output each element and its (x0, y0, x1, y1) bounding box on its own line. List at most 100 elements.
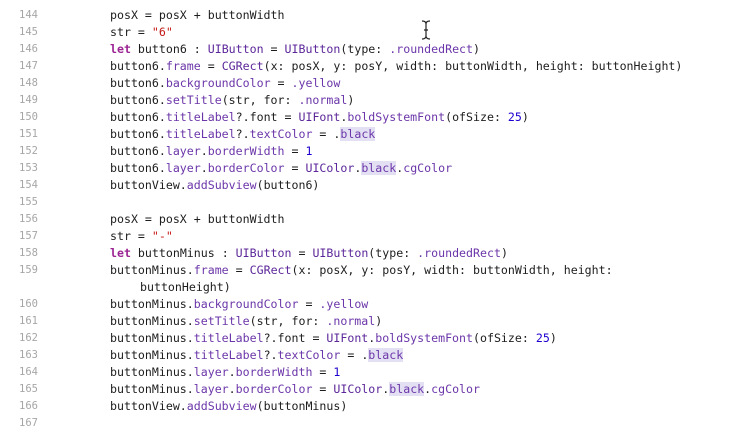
line-number: 165 (19, 383, 38, 395)
line-number: 157 (19, 230, 38, 242)
code-token: = (263, 42, 285, 56)
code-token: . (368, 331, 376, 345)
line-number: 148 (19, 77, 38, 89)
code-text[interactable]: let buttonMinus : UIButton = UIButton(ty… (110, 245, 508, 262)
code-token: let (110, 246, 131, 260)
code-token: .normal (326, 314, 376, 328)
code-text[interactable]: buttonMinus.setTitle(str, for: .normal) (110, 313, 382, 330)
code-token: borderColor (207, 161, 285, 175)
code-text[interactable]: button6.layer.borderColor = UIColor.blac… (110, 160, 452, 177)
line-number: 155 (19, 196, 38, 208)
code-token: 25 (535, 331, 550, 345)
code-token: addSubview (186, 399, 257, 413)
code-token: textColor (249, 127, 313, 141)
code-text[interactable]: buttonMinus.titleLabel?.textColor = .bla… (110, 347, 404, 364)
line-number: 144 (19, 9, 38, 21)
code-token: borderWidth (207, 144, 285, 158)
code-token: (x: posX, y: posY, width: buttonWidth, h… (291, 263, 613, 277)
code-token: buttonMinus. (110, 314, 194, 328)
code-token: posX = posX + buttonWidth (110, 212, 285, 226)
code-token: buttonMinus. (110, 348, 194, 362)
code-token: ) (375, 314, 383, 328)
line-number: 162 (19, 332, 38, 344)
code-token: textColor (277, 348, 341, 362)
code-token: . (354, 161, 362, 175)
code-token: (buttonMinus) (256, 399, 348, 413)
code-token: .normal (298, 93, 348, 107)
line-number: 154 (19, 179, 38, 191)
code-token: black (368, 348, 404, 362)
code-token: let (110, 42, 131, 56)
line-number: 153 (19, 162, 38, 174)
code-token: ) (521, 110, 529, 124)
code-token: UIFont (326, 331, 369, 345)
code-text[interactable]: buttonHeight) (140, 279, 231, 296)
code-text[interactable]: buttonMinus.backgroundColor = .yellow (110, 296, 368, 313)
code-token: layer (165, 161, 201, 175)
code-text[interactable]: buttonMinus.layer.borderWidth = 1 (110, 364, 340, 381)
code-text[interactable]: button6.backgroundColor = .yellow (110, 75, 340, 92)
code-token: button6. (110, 127, 166, 141)
code-text[interactable]: button6.titleLabel?.textColor = .black (110, 126, 376, 143)
line-number: 149 (19, 94, 38, 106)
code-token: "-" (151, 229, 173, 243)
line-number: 158 (19, 247, 38, 259)
code-text[interactable]: button6.setTitle(str, for: .normal) (110, 92, 354, 109)
line-number: 150 (19, 111, 38, 123)
code-token: = (291, 246, 313, 260)
code-token: UIButton (312, 246, 369, 260)
code-text[interactable]: button6.frame = CGRect(x: posX, y: posY,… (110, 58, 682, 75)
code-token: UIButton (235, 246, 292, 260)
code-token: buttonView. (110, 178, 187, 192)
line-number: 147 (19, 60, 38, 72)
code-token: (ofSize: (473, 331, 536, 345)
code-token: buttonMinus. (110, 382, 194, 396)
code-token: . (396, 161, 404, 175)
code-token: "6" (151, 25, 173, 39)
code-text[interactable]: buttonView.addSubview(button6) (110, 177, 319, 194)
code-token: CGRect (249, 263, 292, 277)
code-token: str = (110, 25, 152, 39)
code-token: = (284, 161, 306, 175)
text-cursor-icon (420, 20, 432, 40)
code-text[interactable]: buttonView.addSubview(buttonMinus) (110, 398, 347, 415)
code-text[interactable]: button6.titleLabel?.font = UIFont.boldSy… (110, 109, 529, 126)
code-token: . (340, 110, 348, 124)
code-token: ) (347, 93, 355, 107)
code-token: setTitle (165, 93, 222, 107)
code-token: ?. (263, 348, 278, 362)
code-token: = (228, 263, 250, 277)
code-token: button6. (110, 76, 166, 90)
code-token: button6. (110, 161, 166, 175)
code-text[interactable]: button6.layer.borderWidth = 1 (110, 143, 312, 160)
code-token: borderColor (235, 382, 313, 396)
code-text[interactable]: str = "-" (110, 228, 173, 245)
code-token: CGRect (221, 59, 264, 73)
code-token: black (389, 382, 425, 396)
code-text[interactable]: buttonMinus.titleLabel?.font = UIFont.bo… (110, 330, 557, 347)
code-token: buttonView. (110, 399, 187, 413)
code-token: .yellow (291, 76, 341, 90)
code-token: (type: (340, 42, 390, 56)
code-token: . (424, 382, 432, 396)
code-text[interactable]: posX = posX + buttonWidth (110, 211, 285, 228)
line-number: 166 (19, 400, 38, 412)
code-token: (type: (368, 246, 418, 260)
code-text[interactable]: str = "6" (110, 24, 173, 41)
code-token: (x: posX, y: posY, width: buttonWidth, h… (263, 59, 683, 73)
code-token: . (382, 382, 390, 396)
code-text[interactable]: buttonMinus.layer.borderColor = UIColor.… (110, 381, 480, 398)
code-token: backgroundColor (165, 76, 271, 90)
code-token: titleLabel (165, 110, 236, 124)
code-token: .roundedRect (417, 246, 501, 260)
code-text[interactable]: buttonMinus.frame = CGRect(x: posX, y: p… (110, 262, 613, 279)
code-text[interactable]: posX = posX + buttonWidth (110, 7, 285, 24)
code-token: UIColor (333, 382, 383, 396)
code-text[interactable]: let button6 : UIButton = UIButton(type: … (110, 41, 480, 58)
code-token: 1 (333, 365, 341, 379)
code-token: (button6) (256, 178, 320, 192)
code-token: str = (110, 229, 152, 243)
code-token: = (312, 365, 334, 379)
code-token: ?. (235, 127, 250, 141)
